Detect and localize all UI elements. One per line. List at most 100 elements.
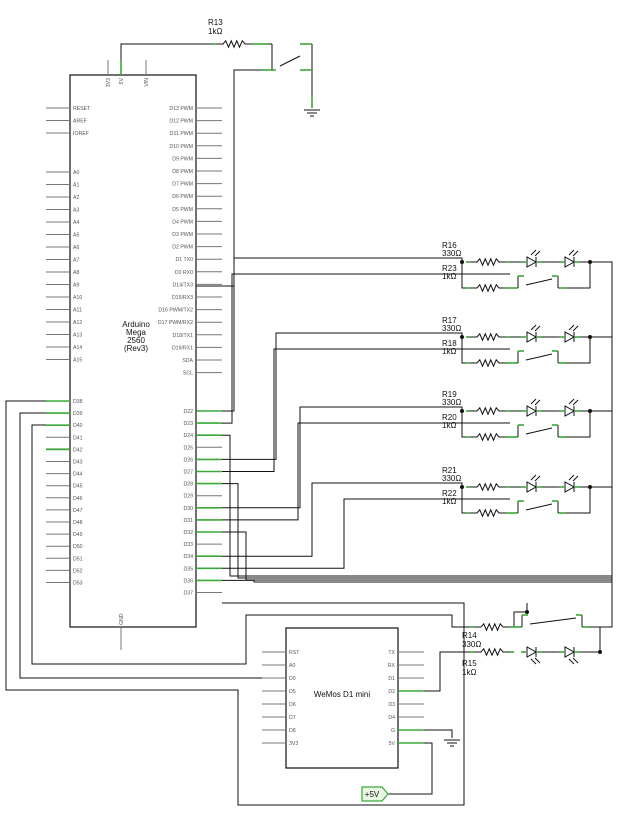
mega-left-pin-label: A12 <box>73 320 82 326</box>
mega-left-pin-label: D47 <box>73 508 83 514</box>
mega-right-pin-label: D7 PWM <box>172 182 193 188</box>
button-actuator <box>525 353 553 361</box>
mega-left-pin-label: D43 <box>73 460 83 466</box>
wire-common <box>222 434 612 577</box>
wire-switch-sense <box>222 498 510 569</box>
mega-right-pin-label: D31 <box>183 518 193 524</box>
junction-dot <box>525 610 529 614</box>
mega-left-pin-label: A6 <box>73 245 79 251</box>
mega-right-pin-label: D29 <box>183 494 193 500</box>
mega-right-pin-label: D3 PWM <box>172 232 193 238</box>
led-symbol <box>564 646 576 658</box>
mega-left-pin-label: A11 <box>73 308 82 314</box>
led-arrow <box>572 475 579 482</box>
wemos-right-pin-label: D4 <box>388 715 395 721</box>
led-symbol <box>564 405 576 417</box>
mega-right-pin-label: D8 PWM <box>172 169 193 175</box>
led-resistor-ref: R16 <box>442 241 457 250</box>
wemos-left-pin-label: RST <box>289 650 300 656</box>
mega-right-pin-label: D9 PWM <box>172 156 193 162</box>
led-arrow <box>530 398 537 405</box>
junction-dot <box>588 335 592 339</box>
wire-group-common <box>461 262 466 289</box>
switch-resistor-ref: R20 <box>442 413 457 422</box>
mega-left-pin-label: D46 <box>73 496 83 502</box>
led-symbol <box>526 331 538 343</box>
led-arrow <box>530 474 537 481</box>
mega-right-pin-label: D1 TX0 <box>176 257 194 263</box>
led-arrow <box>534 325 541 332</box>
mega-left-pin-label: D38 <box>73 399 83 405</box>
led-symbol <box>564 481 576 493</box>
mega-left-pin-label: A13 <box>73 333 82 339</box>
wire-switch-sense <box>222 422 510 521</box>
button-actuator <box>525 503 553 511</box>
resistor-symbol <box>466 508 510 518</box>
mega-left-pin-label: D50 <box>73 544 83 550</box>
resistor-symbol <box>466 332 510 342</box>
wire-layer <box>5 43 613 806</box>
mega-left-pin-label: A14 <box>73 345 82 351</box>
wire-d38-loop <box>5 400 465 806</box>
led-arrow <box>534 475 541 482</box>
power-5v-flag <box>361 786 389 802</box>
mega-right-pin-label: D22 <box>183 409 193 415</box>
button-actuator <box>525 278 553 286</box>
wire-led-drive <box>222 257 463 412</box>
led-arrow <box>572 399 579 406</box>
switch-resistor-ref: R22 <box>442 489 457 498</box>
mega-right-pin-label: D33 <box>183 542 193 548</box>
wemos-right-pin-label: TX <box>388 650 395 656</box>
mega-right-pin-label: D17 PWM/RX2 <box>158 320 193 326</box>
wemos-d1-mini-board <box>285 627 399 769</box>
switch-resistor-value: 1kΩ <box>442 421 456 430</box>
led-resistor-ref: R14 <box>462 631 477 640</box>
wire-group-common <box>461 337 466 364</box>
led-arrow <box>568 398 575 405</box>
resistor-symbol <box>466 432 510 442</box>
r13-value-label: 1kΩ <box>208 27 222 36</box>
led-resistor-ref: R17 <box>442 316 457 325</box>
mega-right-pin-label: D12 PWM <box>169 119 193 125</box>
led-arrow <box>568 249 575 256</box>
resistor-symbol <box>466 257 510 267</box>
wire-led-return <box>580 626 601 653</box>
wire-led-return <box>566 486 591 514</box>
led-symbol <box>526 256 538 268</box>
mega-left-pin-label: A5 <box>73 233 79 239</box>
resistor-symbol <box>466 406 510 416</box>
led-arrow <box>534 250 541 257</box>
led-symbol <box>564 331 576 343</box>
mega-left-pin-label: D39 <box>73 411 83 417</box>
led-symbol <box>564 256 576 268</box>
wire-switch-sense <box>222 273 510 424</box>
mega-right-pin-label: D25 <box>183 445 193 451</box>
led-arrow <box>534 399 541 406</box>
wemos-left-pin-label: D0 <box>289 676 296 682</box>
button-actuator <box>529 617 577 625</box>
mega-right-pin-label: D36 <box>183 578 193 584</box>
mega-left-pin-label: A8 <box>73 270 79 276</box>
wemos-right-pin-label: D1 <box>388 676 395 682</box>
mega-right-pin-label: D0 RX0 <box>175 270 193 276</box>
switch-resistor-value: 1kΩ <box>442 497 456 506</box>
wire-gnd-rail <box>590 486 613 590</box>
wemos-left-pin-label: D5 <box>289 689 296 695</box>
wemos-left-pin-label: D7 <box>289 715 296 721</box>
led-symbol <box>526 405 538 417</box>
mega-left-pin-label: A7 <box>73 258 79 264</box>
junction-dot <box>588 485 592 489</box>
mega-name-label: (Rev3) <box>124 344 148 353</box>
wire-led-return <box>566 410 591 438</box>
resistor-symbol <box>466 283 510 293</box>
mega-left-pin-label: D44 <box>73 472 83 478</box>
wire-led-drive <box>222 406 463 509</box>
wire-button-feed <box>513 603 528 627</box>
led-arrow <box>568 658 575 665</box>
led-resistor-value: 330Ω <box>462 640 481 649</box>
wire-gnd-rail <box>590 336 613 590</box>
led-arrow <box>530 658 537 665</box>
mega-right-pin-label: SCL <box>183 371 193 377</box>
